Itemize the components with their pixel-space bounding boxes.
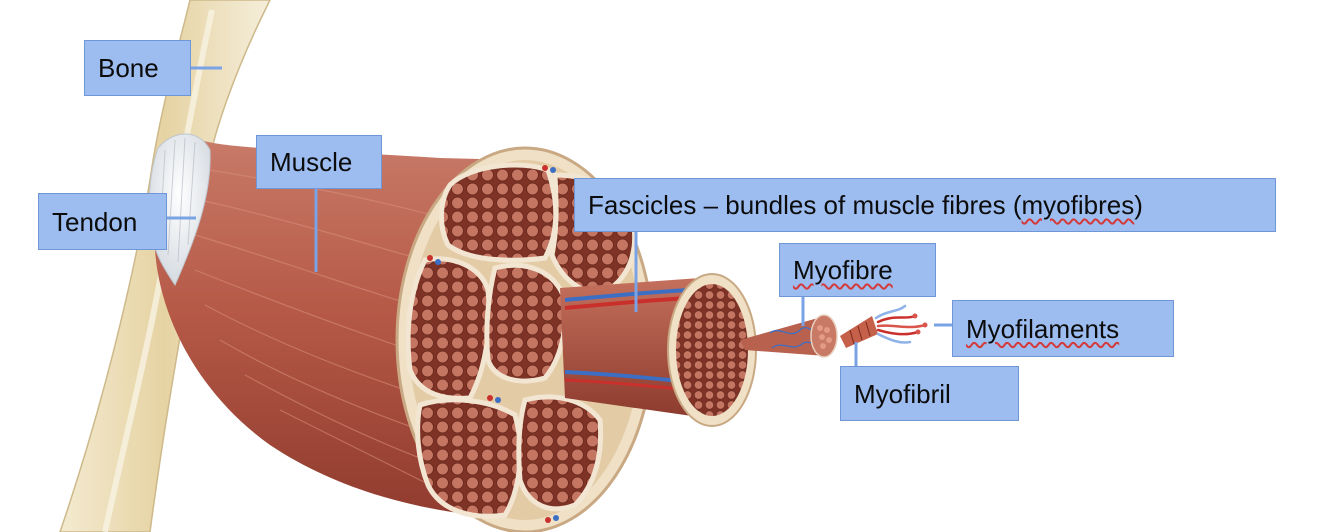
fascicles-label-term: myofibres — [1021, 190, 1135, 220]
myofibre-label: Myofibre — [779, 243, 936, 297]
myofilaments-label-text: Myofilaments — [966, 313, 1120, 344]
muscle-label: Muscle — [256, 135, 382, 189]
fascicle-section — [516, 394, 604, 512]
myofibril-shape — [840, 316, 878, 348]
bone-label: Bone — [84, 40, 191, 96]
fascicle-section — [438, 162, 559, 263]
myofilaments-label: Myofilaments — [952, 300, 1174, 357]
fascicles-label-suffix: ) — [1134, 190, 1143, 220]
fascicles-label: Fascicles – bundles of muscle fibres (my… — [574, 178, 1276, 232]
myofibre-label-text: Myofibre — [793, 255, 893, 285]
myofilaments-shape — [874, 304, 927, 344]
fascicle-section — [484, 262, 569, 384]
fascicle-section — [415, 397, 523, 519]
fascicles-label-prefix: Fascicles – bundles of muscle fibres ( — [588, 190, 1022, 220]
tendon-label: Tendon — [38, 193, 167, 250]
fascicle-section — [405, 256, 492, 401]
myofibril-label: Myofibril — [840, 366, 1019, 421]
